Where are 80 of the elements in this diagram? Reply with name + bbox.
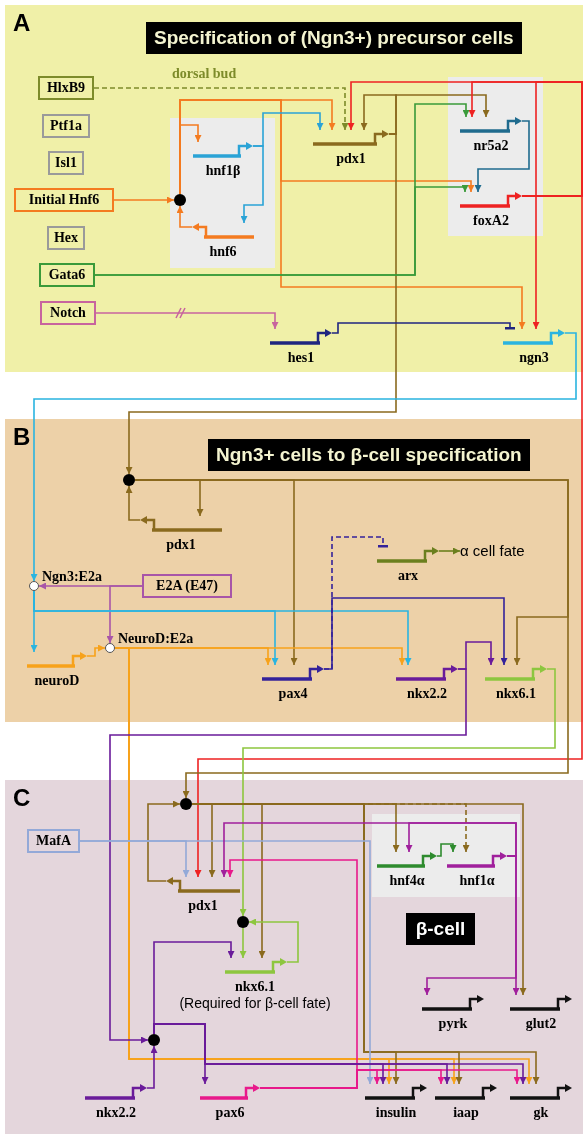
gene-name: pax4 bbox=[277, 686, 309, 702]
arrow bbox=[240, 145, 264, 224]
arrow bbox=[93, 87, 349, 131]
gene-name: pdx1 bbox=[165, 537, 197, 553]
outcome-label: α cell fate bbox=[460, 542, 525, 560]
arrow bbox=[474, 120, 530, 193]
signal-box: HlxB9 bbox=[38, 76, 94, 100]
signal-box: Gata6 bbox=[39, 263, 95, 287]
gene-name: nkx2.2 bbox=[405, 686, 449, 702]
arrow bbox=[95, 312, 279, 330]
arrow bbox=[147, 800, 181, 882]
panel bbox=[5, 5, 583, 372]
panel-title: Ngn3+ cells to β-cell specification bbox=[208, 439, 530, 471]
gene-name: pdx1 bbox=[187, 898, 219, 914]
arrow bbox=[79, 840, 374, 1085]
group-panel bbox=[170, 118, 275, 268]
gene-name: pyrk bbox=[437, 1016, 469, 1032]
arrow bbox=[176, 205, 193, 228]
gene-name: hnf4α bbox=[388, 873, 426, 889]
gene-note: (Required for β-cell fate) bbox=[178, 995, 332, 1011]
signal-box: Ptf1a bbox=[42, 114, 90, 138]
arrow bbox=[438, 547, 461, 555]
arrow bbox=[30, 332, 577, 582]
gene-name: nkx6.1 bbox=[233, 979, 277, 995]
signal-box: MafA bbox=[27, 829, 80, 853]
arrow bbox=[153, 1023, 527, 1085]
gene-name: hnf6 bbox=[208, 244, 238, 260]
arrow bbox=[94, 185, 469, 276]
gene-name: arx bbox=[396, 568, 420, 584]
arrow bbox=[125, 485, 141, 521]
signal-box: Hex bbox=[47, 226, 85, 250]
signal-box: Initial Hnf6 bbox=[14, 188, 114, 212]
arrow bbox=[194, 195, 583, 878]
gene-name: nr5a2 bbox=[472, 138, 510, 154]
inhibition-line bbox=[331, 322, 515, 334]
panel bbox=[5, 419, 583, 722]
arrow bbox=[323, 597, 508, 670]
complex-label: Ngn3:E2a bbox=[42, 568, 102, 586]
gene-name: pax6 bbox=[214, 1105, 246, 1121]
gene-name: nkx6.1 bbox=[494, 686, 538, 702]
arrow bbox=[125, 133, 397, 475]
signal-box: E2A (E47) bbox=[142, 574, 232, 598]
signal-box: Isl1 bbox=[48, 151, 84, 175]
arrow bbox=[239, 668, 556, 917]
gene-name: nkx2.2 bbox=[94, 1105, 138, 1121]
gene-name: pdx1 bbox=[335, 151, 367, 167]
arrow bbox=[106, 585, 143, 644]
arrow bbox=[109, 668, 467, 1044]
gene-name: insulin bbox=[374, 1105, 418, 1121]
arrow bbox=[436, 843, 457, 857]
gene-name: hnf1α bbox=[458, 873, 496, 889]
arrow bbox=[423, 855, 517, 996]
arrow bbox=[248, 918, 299, 963]
gene-name: neuroD bbox=[33, 673, 81, 689]
gene-name: hes1 bbox=[286, 350, 316, 366]
arrow bbox=[179, 99, 526, 330]
panel-letter: A bbox=[13, 11, 31, 35]
cell-type-label: β-cell bbox=[406, 913, 475, 945]
group-panel bbox=[372, 814, 520, 897]
group-panel bbox=[448, 77, 543, 236]
panel bbox=[5, 780, 583, 1134]
panel-letter: C bbox=[13, 786, 31, 810]
arrow bbox=[239, 927, 247, 959]
arrow bbox=[86, 644, 106, 657]
arrow bbox=[146, 1045, 158, 1089]
gene-name: hnf1β bbox=[204, 163, 242, 179]
panel-letter: B bbox=[13, 425, 31, 449]
gene-name: iaap bbox=[452, 1105, 480, 1121]
gene-name: glut2 bbox=[524, 1016, 558, 1032]
signal-box: Notch bbox=[40, 301, 96, 325]
arrow bbox=[405, 822, 517, 857]
gene-name: ngn3 bbox=[518, 350, 550, 366]
panel-title: Specification of (Ngn3+) precursor cells bbox=[146, 22, 522, 54]
arrow bbox=[259, 1069, 521, 1089]
gene-name: gk bbox=[532, 1105, 550, 1121]
complex-label: NeuroD:E2a bbox=[118, 630, 194, 648]
edge-label: dorsal bud bbox=[172, 66, 237, 82]
gene-name: foxA2 bbox=[472, 213, 510, 229]
arrow bbox=[113, 196, 175, 204]
arrow bbox=[33, 590, 412, 666]
